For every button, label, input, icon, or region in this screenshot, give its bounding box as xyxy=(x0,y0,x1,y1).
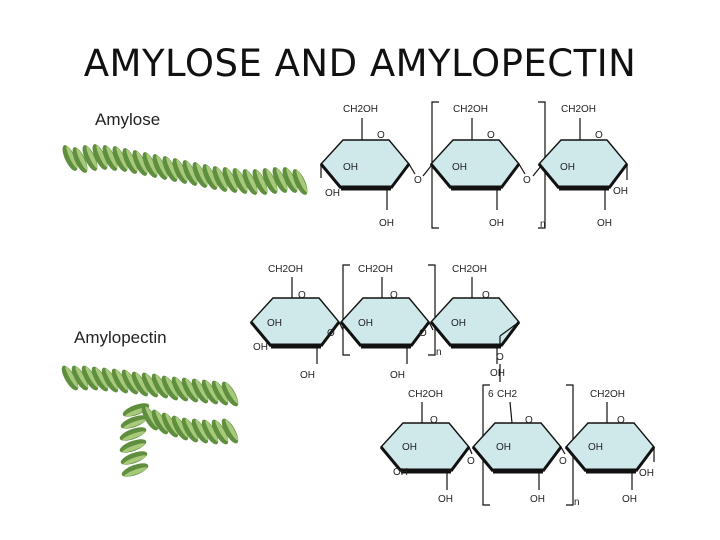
carbon-six-label: 6 xyxy=(488,389,494,400)
oh-label: OH xyxy=(560,162,575,173)
ring-oxygen-label: O xyxy=(377,130,385,141)
oh-label: OH xyxy=(622,494,637,505)
oh-label: OH xyxy=(358,318,373,329)
oh-label: OH xyxy=(489,218,504,229)
glycosidic-oxygen-label: O xyxy=(467,456,475,467)
ch2oh-label: CH2OH xyxy=(561,104,596,115)
amylopectin-label: Amylopectin xyxy=(74,328,167,347)
oh-label: OH xyxy=(393,467,408,478)
glycosidic-oxygen-label: O xyxy=(327,328,335,339)
amylose-label: Amylose xyxy=(95,110,160,129)
amylose-helix xyxy=(59,142,311,197)
oh-label: OH xyxy=(325,188,340,199)
branch-oxygen-label: O xyxy=(496,352,504,363)
oh-label: OH xyxy=(253,342,268,353)
ch2oh-label: CH2OH xyxy=(358,264,393,275)
oh-label: OH xyxy=(300,370,315,381)
ch2oh-label: CH2OH xyxy=(453,104,488,115)
oh-label: OH xyxy=(639,468,654,479)
repeat-n-label: n xyxy=(540,219,546,230)
ch2oh-label: CH2OH xyxy=(408,389,443,400)
oh-label: OH xyxy=(267,318,282,329)
ring-oxygen-label: O xyxy=(482,290,490,301)
oh-label: OH xyxy=(490,368,505,379)
ch2oh-label: CH2OH xyxy=(343,104,378,115)
repeat-n-label: n xyxy=(436,347,442,358)
slide-title: AMYLOSE AND AMYLOPECTIN xyxy=(83,42,637,85)
oh-label: OH xyxy=(530,494,545,505)
ch2-label: CH2 xyxy=(497,389,517,400)
ring-oxygen-label: O xyxy=(487,130,495,141)
oh-label: OH xyxy=(343,162,358,173)
glycosidic-oxygen-label: O xyxy=(523,175,531,186)
oh-label: OH xyxy=(379,218,394,229)
oh-label: OH xyxy=(438,494,453,505)
oh-label: OH xyxy=(496,442,511,453)
ring-oxygen-label: O xyxy=(390,290,398,301)
oh-label: OH xyxy=(597,218,612,229)
ring-oxygen-label: O xyxy=(595,130,603,141)
amylopectin-helix xyxy=(58,363,242,480)
oh-label: OH xyxy=(402,442,417,453)
ring-oxygen-label: O xyxy=(430,415,438,426)
ring-oxygen-label: O xyxy=(617,415,625,426)
ring-oxygen-label: O xyxy=(525,415,533,426)
amylopectin-main-chain: CH2OH O OH OH OH O n CH2OH O OH OH O CH2… xyxy=(251,264,519,382)
amylose-structure: CH2OH O OH OH OH O n CH2OH O OH OH O CH2… xyxy=(321,101,628,230)
oh-label: OH xyxy=(588,442,603,453)
oh-label: OH xyxy=(452,162,467,173)
ring-oxygen-label: O xyxy=(298,290,306,301)
oh-label: OH xyxy=(613,186,628,197)
repeat-n-label: n xyxy=(574,497,580,508)
ch2oh-label: CH2OH xyxy=(590,389,625,400)
ch2oh-label: CH2OH xyxy=(452,264,487,275)
oh-label: OH xyxy=(390,370,405,381)
amylopectin-branch-chain: CH2OH O OH OH OH O n 6 CH2 O OH OH O CH2… xyxy=(381,384,654,508)
glycosidic-oxygen-label: O xyxy=(559,456,567,467)
ch2oh-label: CH2OH xyxy=(268,264,303,275)
oh-label: OH xyxy=(451,318,466,329)
glycosidic-oxygen-label: O xyxy=(419,328,427,339)
glycosidic-oxygen-label: O xyxy=(414,175,422,186)
